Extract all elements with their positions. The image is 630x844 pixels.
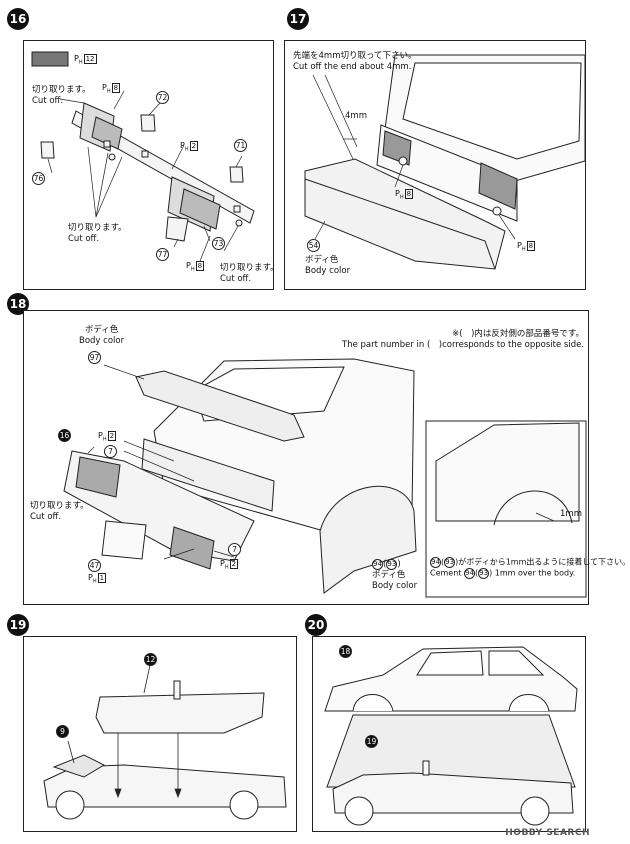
step-17-number: 17 bbox=[287, 8, 309, 30]
step-17-panel: 先端を4mm切り取って下さい。Cut off the end about 4mm… bbox=[284, 40, 586, 290]
step-18-part-47: 47 bbox=[88, 559, 101, 572]
step-16-part-73: 73 bbox=[212, 237, 225, 250]
step-16-drawing bbox=[31, 51, 255, 262]
step-19-drawing bbox=[43, 664, 287, 820]
step-18-number: 18 bbox=[7, 293, 29, 315]
step-20-panel: 18 19 bbox=[312, 636, 586, 832]
step-16-part-76: 76 bbox=[32, 172, 45, 185]
step-18-inset-dim: 1mm bbox=[560, 509, 582, 519]
step-17-note: 先端を4mm切り取って下さい。Cut off the end about 4mm… bbox=[293, 51, 417, 72]
step-18-seven-bottom: 7 bbox=[228, 543, 241, 556]
step-20-number: 20 bbox=[305, 614, 327, 636]
step-19-panel: 12 9 bbox=[23, 636, 297, 832]
step-18-note: ※( )内は反対側の部品番号です。The part number in ( )c… bbox=[342, 329, 585, 350]
step-18-seven-top: 7 bbox=[104, 445, 117, 458]
step-17-drawing bbox=[304, 54, 586, 270]
step-18-cut: 切り取ります。Cut off. bbox=[30, 501, 89, 522]
step-16-part-72: 72 bbox=[156, 91, 169, 104]
step-18-drawing bbox=[63, 358, 587, 598]
step-20-ref-19: 19 bbox=[365, 735, 378, 748]
step-16-number: 16 bbox=[7, 8, 29, 30]
step-20-drawing bbox=[324, 646, 578, 826]
step-16-part-71: 71 bbox=[234, 139, 247, 152]
step-19-ref-9: 9 bbox=[56, 725, 69, 738]
step-16-cut-top: 切り取ります。Cut off. bbox=[32, 85, 91, 106]
step-18-inset-note: 94(93)がボディから1mm出るように接着して下さい。 Cement 94(9… bbox=[430, 557, 630, 579]
step-16-part-77: 77 bbox=[156, 248, 169, 261]
step-18-fender-label: 94(93) ボディ色 Body color bbox=[372, 559, 418, 591]
step-18-part-97: 97 bbox=[88, 351, 101, 364]
step-16-cut-mid: 切り取ります。Cut off. bbox=[68, 223, 127, 244]
step-17-dim: 4mm bbox=[345, 111, 367, 121]
step-16-cut-bottom: 切り取ります。Cut off. bbox=[220, 263, 279, 284]
step-20-ref-18: 18 bbox=[339, 645, 352, 658]
watermark: HOBBY SEARCH bbox=[505, 828, 590, 838]
step-17-part-54: 54 bbox=[307, 239, 320, 252]
step-18-ref-16: 16 bbox=[58, 429, 71, 442]
step-19-ref-12: 12 bbox=[144, 653, 157, 666]
step-19-number: 19 bbox=[7, 614, 29, 636]
